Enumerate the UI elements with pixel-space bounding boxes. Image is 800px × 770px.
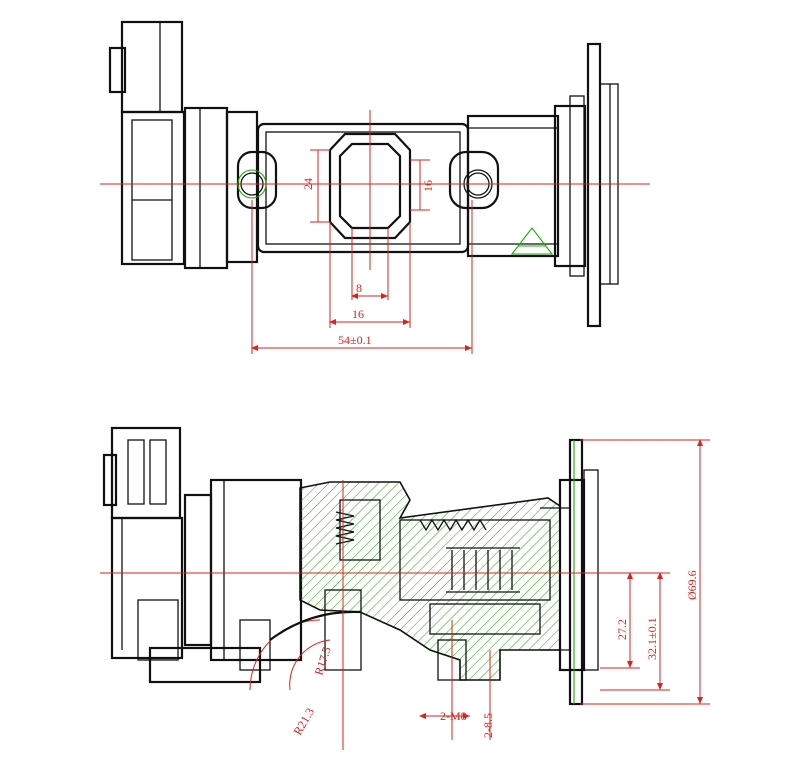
dim-height-16: 16 xyxy=(421,180,435,192)
housing-hatched xyxy=(299,481,561,681)
connector-housing-section xyxy=(102,426,184,661)
actuator-body xyxy=(183,42,619,328)
motor-section xyxy=(148,478,303,684)
top-dimensions: 24 16 8 16 54±0.1 xyxy=(251,149,473,354)
dim-32-1: 32.1±0.1 xyxy=(645,617,659,660)
dim-r21-3: R21.3 xyxy=(290,705,317,737)
flange-section xyxy=(540,438,599,706)
section-view: Ø69.6 27.2 32.1±0.1 R17.5 R21.3 2-M8 2-8… xyxy=(100,426,710,750)
spring-top xyxy=(419,518,487,532)
dim-width-8: 8 xyxy=(356,281,362,295)
dim-27-2: 27.2 xyxy=(615,619,629,640)
dim-r17-5: R17.5 xyxy=(312,645,334,677)
dim-height-24: 24 xyxy=(301,178,315,190)
connector-housing xyxy=(108,20,186,266)
dim-2-m8: 2-M8 xyxy=(440,709,467,723)
spring-center xyxy=(446,547,520,593)
dim-2-8-5: 2-8.5 xyxy=(481,713,495,738)
dim-diameter-69-6: Ø69.6 xyxy=(685,570,699,600)
arc-r17 xyxy=(289,639,331,691)
spring-left xyxy=(335,511,355,545)
dim-width-54: 54±0.1 xyxy=(338,333,372,347)
top-view: 24 16 8 16 54±0.1 xyxy=(100,20,650,354)
dim-width-16: 16 xyxy=(352,307,364,321)
